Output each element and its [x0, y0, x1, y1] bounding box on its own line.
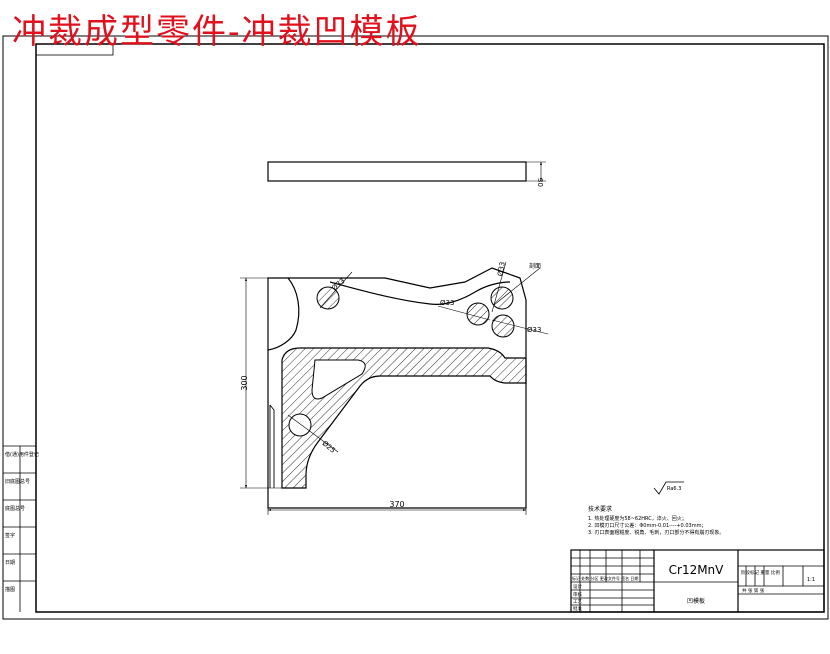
- tb-row-approve: 批准: [573, 605, 582, 612]
- tb-row-review: 审核: [573, 591, 582, 598]
- dim-hole-d: Ø33: [527, 326, 541, 334]
- side-label-5: 日期: [5, 560, 15, 566]
- tb-row-process: 工艺: [573, 599, 582, 605]
- side-label-6: 描图: [5, 586, 15, 593]
- tb-scale: 1:1: [807, 577, 815, 583]
- side-label-3: 底图总号: [5, 505, 25, 512]
- hole-5: [288, 413, 312, 437]
- dim-hole-a: Ø33: [330, 277, 346, 292]
- roughness-value: Ra6.3: [667, 486, 681, 492]
- tb-right-header: 阶段标记 重量 比例: [741, 569, 780, 576]
- inner-frame: [35, 43, 825, 613]
- outer-border: [2, 35, 829, 620]
- left-slot: [269, 404, 275, 488]
- dim-hole-b: Ø33: [440, 299, 454, 307]
- notes-line-3: 3. 刃口表面粗糙度、锐角、毛刺，刃口部分不得有崩刃现象。: [588, 529, 724, 536]
- top-left-box: [35, 43, 114, 56]
- dim-hole-e: Ø25: [321, 439, 337, 454]
- tb-part-name: 凹模板: [687, 597, 705, 605]
- plate-side-view: [267, 161, 527, 182]
- dim-height: 300: [240, 375, 249, 390]
- holes: [288, 286, 515, 437]
- roughness-symbol: [653, 481, 684, 495]
- dim-thickness: 30: [536, 178, 544, 187]
- side-label-2: 旧底图总号: [5, 478, 30, 485]
- title-block: [570, 549, 825, 613]
- notes-line-1: 1. 热处理硬度为58~62HRC，淬火、回火；: [588, 515, 687, 522]
- tb-material: Cr12MnV: [669, 563, 725, 577]
- die-plate-outline: [267, 267, 527, 509]
- side-table: [3, 445, 36, 612]
- tb-row-header: 标记 处数 分区 更改文件号 签名 日期: [572, 575, 638, 581]
- side-label-1: 借(通)用件登记: [5, 451, 39, 458]
- notes-line-2: 2. 凹模刃口尺寸公差：Φ0mm-0.01----+0.03mm；: [588, 522, 706, 529]
- side-label-4: 签字: [5, 532, 15, 539]
- inner-cavity: [311, 359, 366, 400]
- hole-4: [491, 314, 515, 338]
- outline-notch: [267, 277, 300, 351]
- page-title: 冲裁成型零件-冲裁凹模板: [12, 12, 422, 52]
- hole-2: [466, 302, 490, 326]
- tb-row-design: 设计: [573, 583, 582, 590]
- notes-heading: 技术要求: [588, 505, 612, 513]
- section-mark: 剖面: [529, 262, 541, 270]
- tb-right-footer: 共 张 第 张: [742, 587, 765, 594]
- dim-hole-c: Ø33: [496, 261, 506, 277]
- dim-width: 370: [389, 500, 404, 509]
- hole-3: [490, 286, 514, 310]
- outline-curve-top: [329, 281, 511, 305]
